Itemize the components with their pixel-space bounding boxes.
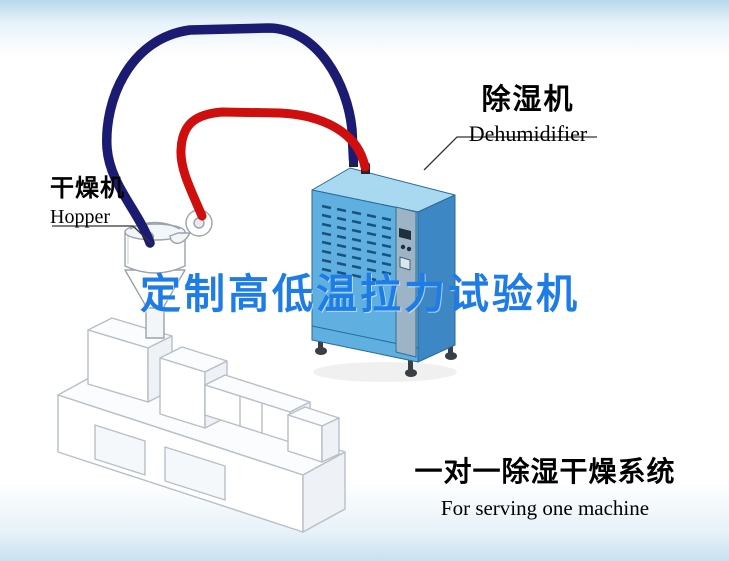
dehumidifier-label-en: Dehumidifier xyxy=(468,121,588,146)
blue-air-pipe xyxy=(102,23,359,248)
dehumidifier-label-cn: 除湿机 xyxy=(481,82,575,116)
red-air-pipe xyxy=(176,107,370,221)
hopper-pointer-line xyxy=(52,225,153,245)
dehumidifier-machine xyxy=(311,154,457,382)
hopper-label: 干燥机 Hopper xyxy=(50,168,125,229)
caster-wheels xyxy=(315,338,457,377)
drying-hopper xyxy=(124,209,213,339)
footer-caption: 一对一除湿干燥系统 For serving one machine xyxy=(402,450,688,521)
footer-subtitle-en: For serving one machine xyxy=(440,496,650,520)
hopper-label-en: Hopper xyxy=(50,206,110,228)
vent-grille-icon xyxy=(321,204,392,285)
dehumidifier-label: 除湿机 Dehumidifier xyxy=(450,76,606,147)
extruder-machine xyxy=(57,317,346,533)
control-panel xyxy=(395,206,417,358)
hopper-label-cn: 干燥机 xyxy=(50,174,125,202)
footer-title-cn: 一对一除湿干燥系统 xyxy=(414,457,676,488)
dehumidifier-pointer-line xyxy=(423,136,597,171)
watermark-text: 定制高低温拉力试验机 xyxy=(140,270,580,318)
